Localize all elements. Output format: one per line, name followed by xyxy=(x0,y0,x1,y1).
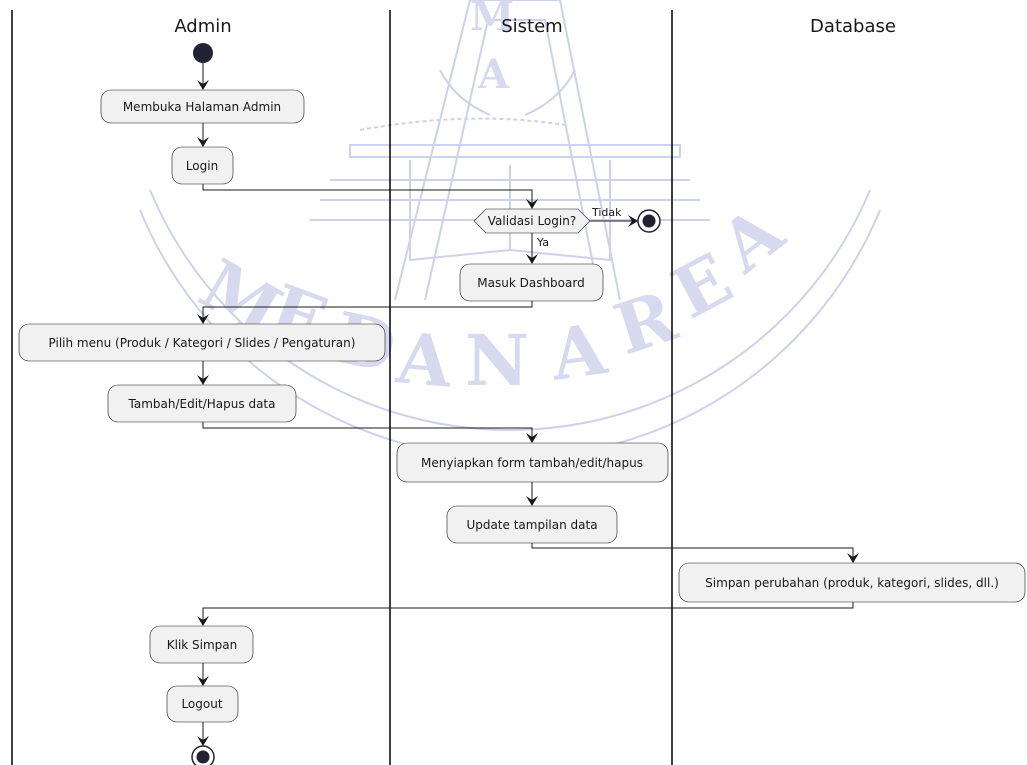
activity-label: Masuk Dashboard xyxy=(477,276,584,290)
activity-login: Login xyxy=(171,146,234,185)
activity-membuka-halaman-admin: Membuka Halaman Admin xyxy=(100,89,305,124)
seal-letter-m: M xyxy=(470,0,514,40)
decision-label: Validasi Login? xyxy=(488,214,576,228)
decision-validasi-login: Validasi Login? xyxy=(473,208,591,234)
decision-yes-label: Ya xyxy=(536,236,549,249)
activity-simpan-perubahan: Simpan perubahan (produk, kategori, slid… xyxy=(678,562,1026,603)
start-node xyxy=(193,43,213,63)
activity-tambah-edit-hapus: Tambah/Edit/Hapus data xyxy=(107,384,297,423)
seal-letter-a: A xyxy=(477,51,510,98)
activity-label: Klik Simpan xyxy=(167,638,238,652)
activity-label: Login xyxy=(186,159,218,173)
flow-connectors xyxy=(197,63,859,746)
activity-label: Menyiapkan form tambah/edit/hapus xyxy=(421,456,643,470)
lane-title-database: Database xyxy=(810,16,896,37)
end-node-final xyxy=(191,745,215,765)
activity-pilih-menu: Pilih menu (Produk / Kategori / Slides /… xyxy=(18,323,386,362)
activity-menyiapkan-form: Menyiapkan form tambah/edit/hapus xyxy=(396,442,669,483)
activity-label: Logout xyxy=(181,697,222,711)
decision-no-label: Tidak xyxy=(591,206,622,219)
activity-klik-simpan: Klik Simpan xyxy=(149,625,254,664)
activity-logout: Logout xyxy=(166,685,239,723)
activity-masuk-dashboard: Masuk Dashboard xyxy=(459,263,604,302)
end-node-tidak xyxy=(637,209,661,233)
activity-update-tampilan: Update tampilan data xyxy=(446,505,618,544)
activity-label: Update tampilan data xyxy=(466,518,597,532)
lane-title-sistem: Sistem xyxy=(501,16,562,37)
activity-label: Membuka Halaman Admin xyxy=(123,100,281,114)
activity-label: Simpan perubahan (produk, kategori, slid… xyxy=(705,576,999,590)
activity-label: Tambah/Edit/Hapus data xyxy=(128,397,276,411)
lane-title-admin: Admin xyxy=(174,16,231,37)
activity-label: Pilih menu (Produk / Kategori / Slides /… xyxy=(49,336,356,350)
